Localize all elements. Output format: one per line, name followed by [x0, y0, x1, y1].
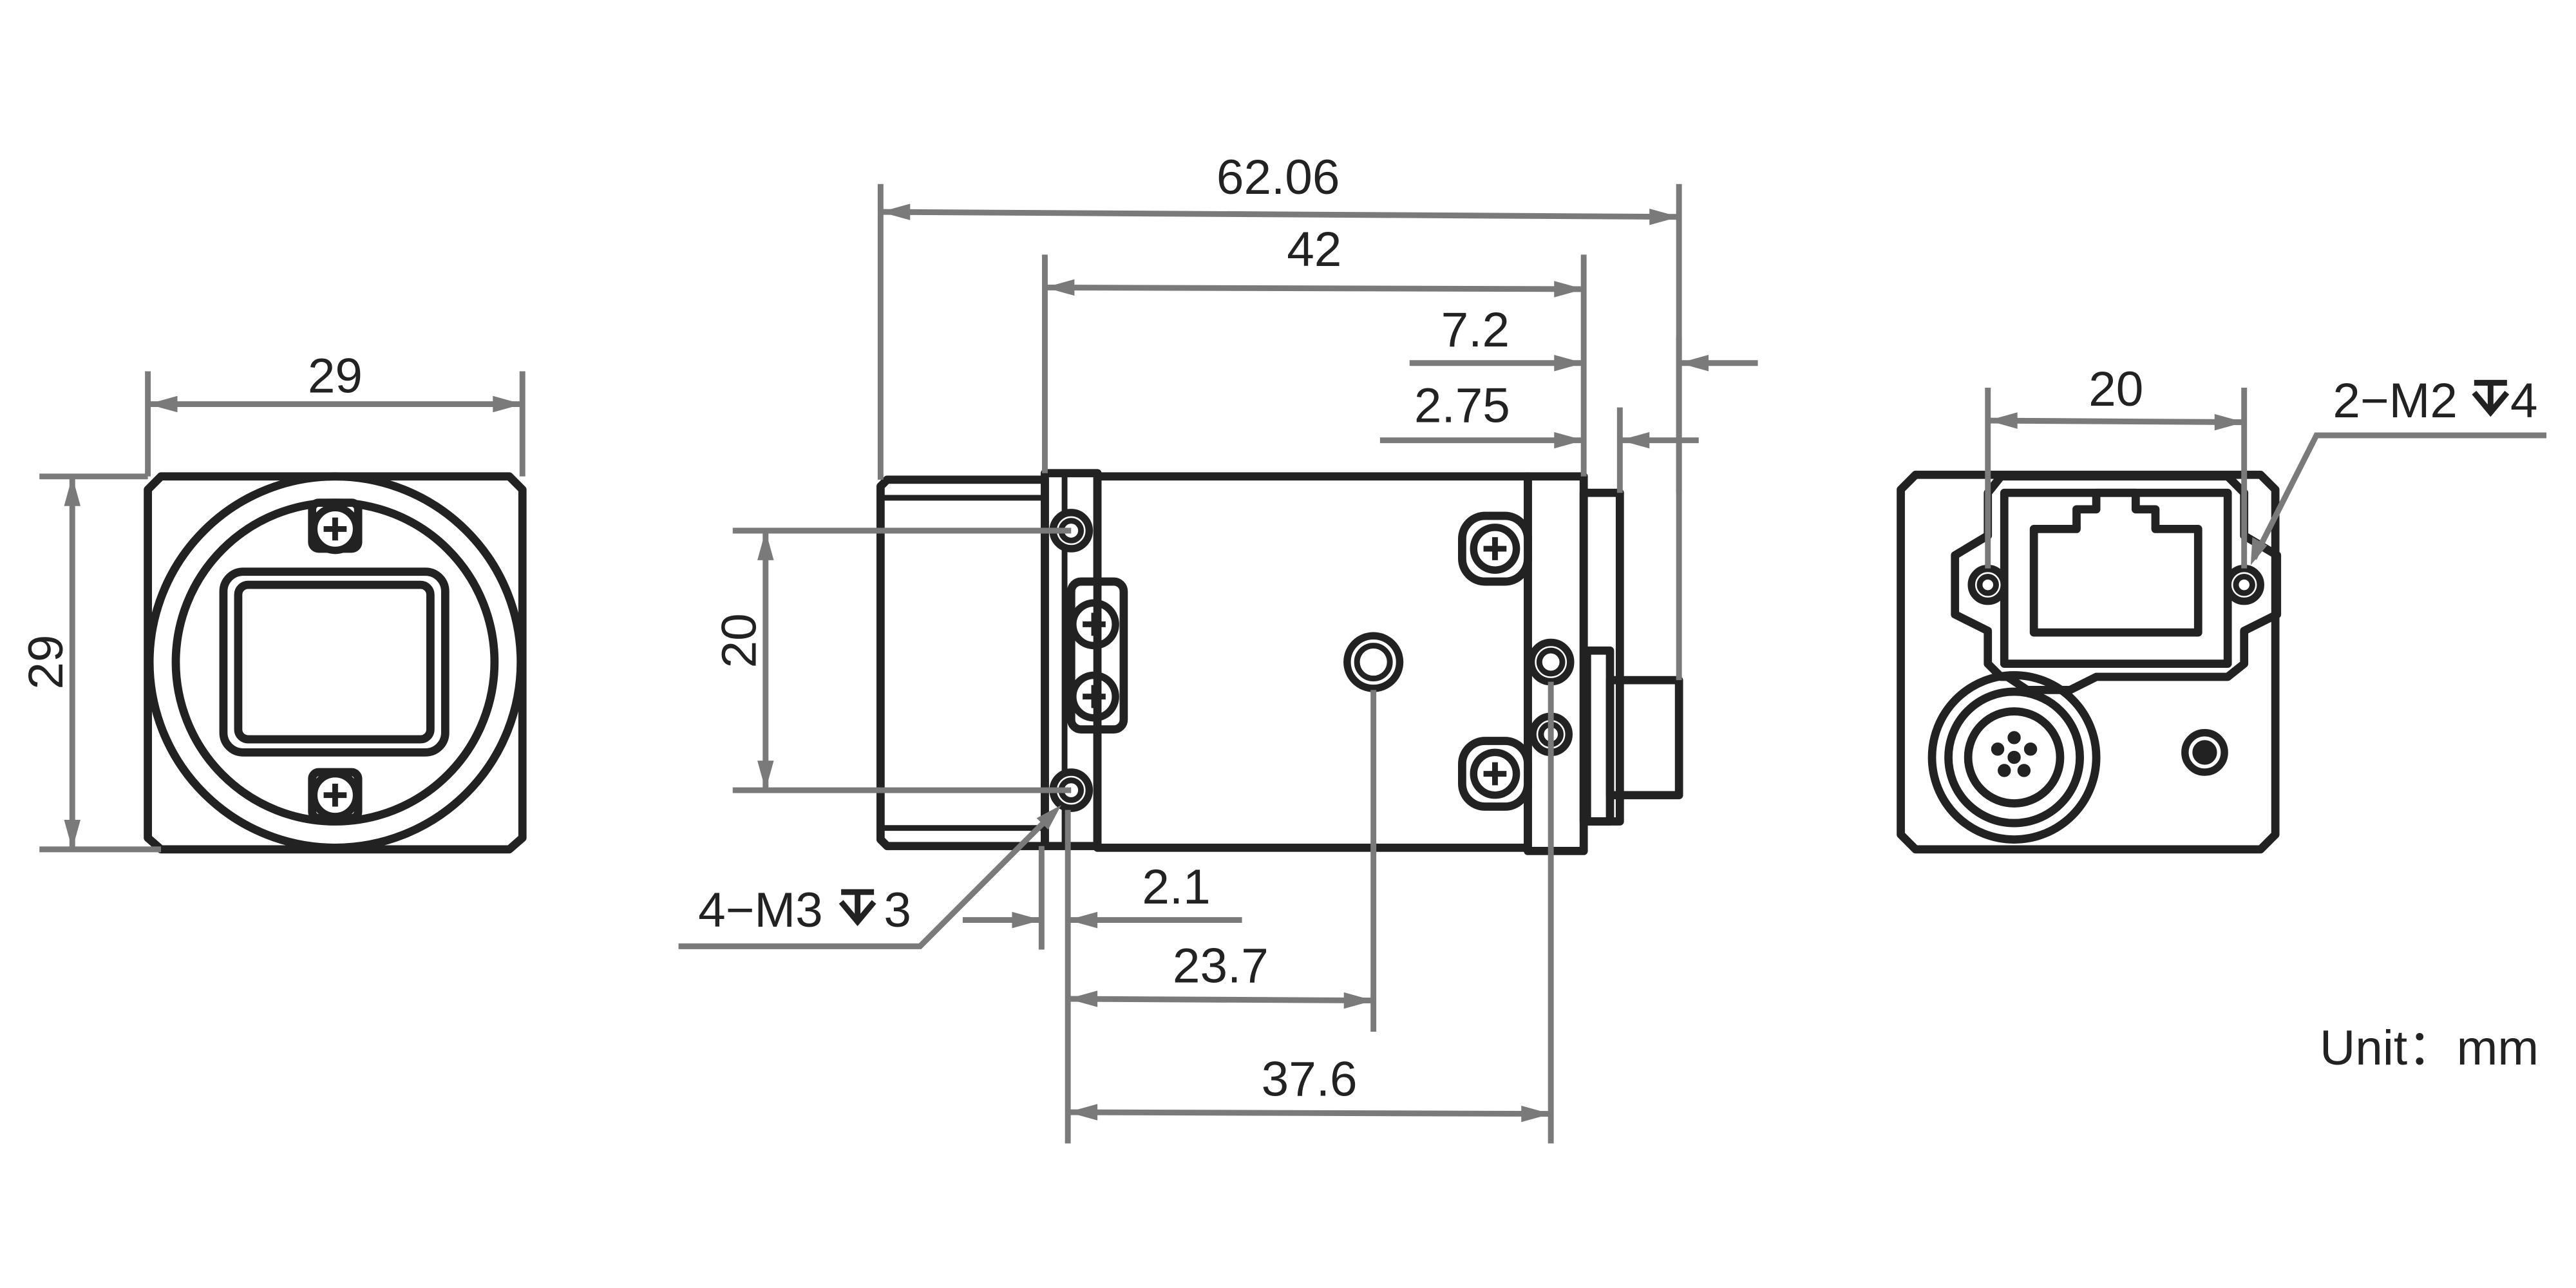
front-hole-offset-label: 2.1 — [1142, 860, 1210, 914]
front-hole-callout: 4−M3 3 — [678, 805, 1061, 949]
body-length-label: 42 — [1287, 222, 1341, 277]
rear-offset-dimension: 7.2 — [1409, 303, 1758, 493]
mount-spacing-label: 20 — [712, 613, 766, 668]
overall-length-label: 62.06 — [1217, 150, 1340, 205]
ethernet-port-icon — [2029, 488, 2202, 637]
connector-body — [1605, 676, 1683, 800]
phillips-screw-icon — [314, 774, 356, 817]
rear-hole-dimension: 37.6 — [1068, 681, 1554, 1144]
rear-view: 20 2−M2 4 — [1897, 362, 2547, 854]
front-view: 29 29 — [19, 349, 527, 854]
front-hole-callout-label: 4−M3 — [698, 883, 823, 938]
front-view-body-outline — [144, 472, 527, 854]
center-hole-label: 23.7 — [1173, 939, 1269, 994]
units-note: Unit：mm — [2320, 1021, 2539, 1075]
depth-symbol-icon — [2472, 379, 2510, 417]
rear-offset-label: 7.2 — [1441, 303, 1510, 357]
phillips-screw-icon — [314, 507, 356, 550]
mount-spacing-dimension: 20 — [712, 527, 1072, 793]
front-hole-depth-label: 3 — [884, 883, 911, 938]
depth-symbol-icon — [838, 889, 876, 927]
front-width-label: 29 — [308, 349, 363, 404]
connector-offset-dimension: 2.75 — [1379, 379, 1699, 493]
connector-offset-label: 2.75 — [1414, 379, 1510, 433]
rear-hole-depth-label: 4 — [2510, 374, 2538, 428]
front-height-label: 29 — [19, 635, 73, 690]
rear-hole-callout: 2−M2 4 — [2250, 374, 2547, 565]
sensor-window-inner — [234, 580, 435, 744]
rear-hole-callout-label: 2−M2 — [2333, 374, 2458, 428]
rear-hole-spacing-dimension: 20 — [1985, 362, 2248, 569]
rear-hole-label: 37.6 — [1262, 1052, 1358, 1107]
center-hole-dimension: 23.7 — [1068, 690, 1377, 1032]
circular-connector-icon — [1927, 671, 2101, 844]
phillips-screw-icon — [1473, 752, 1516, 795]
m2-hole-right — [2224, 564, 2264, 605]
side-view: 62.06 42 7.2 2.75 — [678, 150, 1758, 1144]
m2-hole-left — [1967, 564, 2008, 605]
lens-mount-outer-ring — [145, 472, 526, 852]
front-width-dimension: 29 — [145, 349, 526, 477]
front-hole-offset-dimension: 2.1 — [962, 810, 1242, 1144]
front-height-dimension: 29 — [19, 473, 161, 853]
sensor-window-outer — [219, 567, 450, 757]
phillips-screw-icon — [1473, 527, 1516, 570]
rear-hole-spacing-label: 20 — [2088, 362, 2143, 417]
overall-length-dimension: 62.06 — [877, 150, 1682, 681]
rear-view-body-outline — [1897, 470, 2280, 854]
